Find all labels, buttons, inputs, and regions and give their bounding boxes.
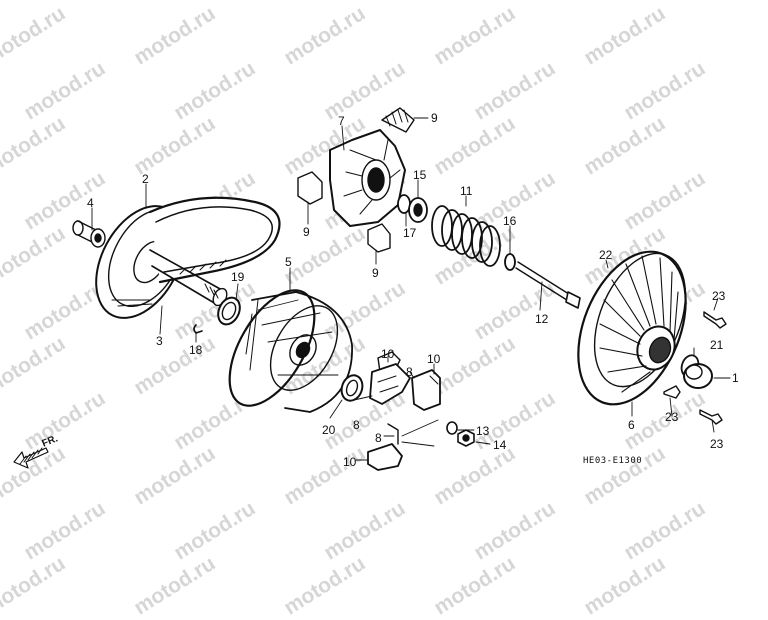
part-10-bracket-upper — [369, 351, 411, 405]
part-11-spring — [431, 205, 501, 267]
callout-8-right: 8 — [406, 365, 413, 379]
exploded-view-drawing — [13, 107, 731, 471]
part-1-cap — [683, 363, 713, 389]
callout-21: 13 — [476, 424, 490, 438]
callout-23-middle: 23 — [665, 410, 679, 424]
callout-9-lower: 9 — [372, 266, 379, 280]
callout-10-lower: 10 — [343, 455, 357, 469]
callout-20: 22 — [599, 248, 613, 262]
part-3-drive-shaft — [149, 249, 228, 307]
callout-3: 3 — [156, 334, 163, 348]
callout-15: 17 — [403, 226, 417, 240]
callout-14: 16 — [503, 214, 517, 228]
part-7-spider — [329, 107, 415, 227]
callout-6: 6 — [628, 418, 635, 432]
part-4-collar — [72, 220, 106, 248]
callout-22: 14 — [493, 438, 507, 452]
part-14-washer — [504, 253, 516, 271]
leader-lines — [91, 117, 731, 461]
part-5-pulley-housing — [228, 289, 353, 413]
callout-17: 19 — [231, 270, 245, 284]
callout-19: 21 — [710, 338, 724, 352]
callout-2: 2 — [142, 172, 149, 186]
part-20-driven-face — [577, 250, 687, 406]
callout-7: 7 — [338, 114, 345, 128]
part-13-bearing — [408, 197, 428, 223]
callout-9-left: 9 — [303, 225, 310, 239]
part-9-slider-lower — [367, 223, 391, 253]
callout-18: 20 — [322, 423, 336, 437]
part-23-bolt-upper — [703, 311, 727, 329]
callout-12: 12 — [535, 312, 549, 326]
callout-9-top: 9 — [431, 111, 438, 125]
part-23-bolt-lower — [699, 409, 723, 425]
part-18-seal — [340, 374, 364, 402]
callout-11: 11 — [460, 184, 473, 198]
callout-23-upper: 23 — [712, 289, 726, 303]
part-9-slider-left — [297, 171, 323, 205]
part-10-bracket-right — [411, 369, 441, 411]
diagram-code: HE03-E1300 — [583, 456, 643, 466]
part-17-seal — [217, 296, 241, 326]
part-10-bracket-lower — [367, 423, 403, 471]
callout-4: 4 — [87, 196, 94, 210]
callout-23-lower: 23 — [710, 437, 724, 451]
part-21-washer — [446, 421, 458, 435]
drive-belt — [148, 196, 281, 284]
callout-8-lower: 8 — [375, 431, 382, 445]
callout-13: 15 — [413, 168, 427, 182]
callout-8-left: 8 — [353, 418, 360, 432]
part-22-nut — [457, 429, 475, 447]
part-23-bolt-middle — [663, 385, 681, 399]
callout-10-right: 10 — [427, 352, 441, 366]
part-16-clip — [193, 324, 203, 334]
callout-1: 1 — [732, 371, 739, 385]
callout-10-top: 10 — [381, 347, 395, 361]
callout-5: 5 — [285, 255, 292, 269]
part-12-bolt — [515, 261, 581, 309]
callout-16: 18 — [189, 343, 203, 357]
front-arrow — [13, 447, 49, 469]
